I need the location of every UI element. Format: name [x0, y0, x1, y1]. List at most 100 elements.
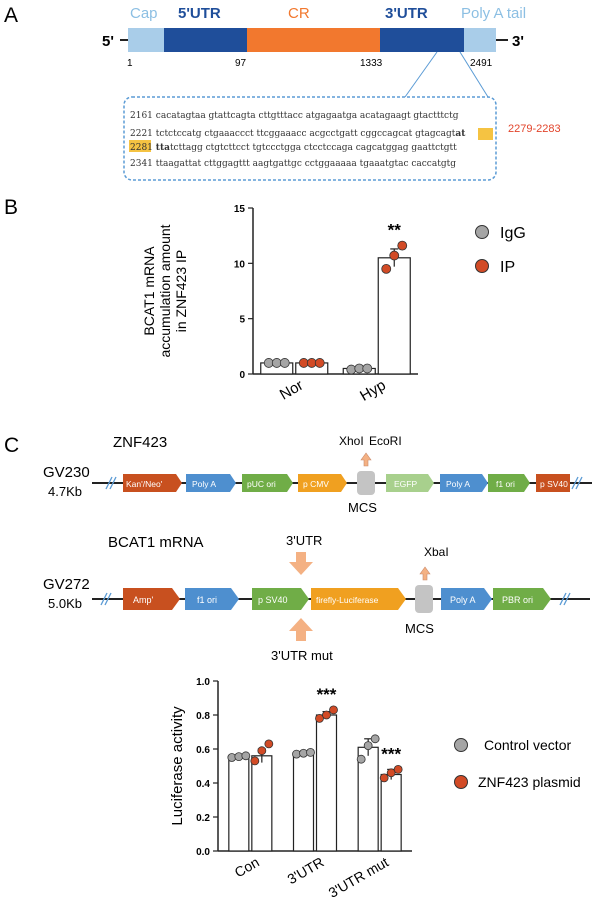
plasmid1-title: ZNF423: [113, 434, 167, 451]
data-point: [356, 754, 366, 764]
data-point: [397, 240, 408, 251]
seq-line-1: 2161 cacatagtaa gtattcagta cttgtttacc at…: [130, 111, 459, 121]
plasmid1-element-polya2: [440, 474, 488, 492]
y-tick-label: 0.0: [196, 847, 210, 858]
panel-c-letter: C: [4, 434, 19, 457]
seq-line-3: 2281 ttatcttagg ctgtcttcct tgtccctgga ct…: [130, 143, 457, 153]
plasmid1-label-pcmv: p CMV: [303, 479, 329, 489]
significance-label: ***: [381, 744, 401, 763]
legend-control-label: Control vector: [484, 737, 571, 753]
data-point: [250, 756, 260, 766]
plasmid1-label-f1: f1 ori: [496, 479, 515, 489]
legend-c: Control vector ZNF423 plasmid: [454, 737, 581, 790]
y-tick-label: 5: [239, 315, 245, 326]
legend-b: IgG IP: [475, 225, 526, 276]
data-point: [306, 748, 315, 757]
plasmid2-element-polya: [441, 588, 492, 610]
plasmid2-label-psv40: p SV40: [258, 595, 288, 605]
legend-znf-label: ZNF423 plasmid: [478, 774, 581, 790]
plasmid2-mcs-label: MCS: [405, 621, 434, 636]
y-axis-label: BCAT1 mRNAaccumulation amountin ZNF423 I…: [141, 224, 189, 357]
plasmid1-label-puc: pUC ori: [247, 479, 276, 489]
plasmid1-element-psv40: [536, 474, 570, 492]
plasmid1-label-egfp: EGFP: [394, 479, 417, 489]
plasmid1-name: GV230: [43, 464, 90, 481]
seq-line-4: 2341 ttaagattat cttggagttt aagtgattgc cc…: [130, 159, 456, 169]
bar: [251, 755, 273, 852]
cr-label: CR: [288, 5, 310, 22]
site-position-label: 2279-2283: [508, 123, 561, 135]
plasmid2-label-luc: firefly-Luciferase: [316, 595, 379, 605]
data-point: [381, 263, 392, 274]
bar: [380, 773, 402, 852]
y-tick-label: 10: [234, 259, 246, 270]
significance-label: ***: [317, 685, 337, 704]
break-mark-2a: [100, 592, 112, 606]
y-tick-label: 15: [234, 204, 246, 215]
plasmid1-mcs-label: MCS: [348, 500, 377, 515]
panel-b-letter: B: [4, 196, 18, 219]
break-mark-2b: [559, 592, 571, 606]
insert-arrow-down: [289, 552, 313, 575]
plasmid2-mcs: [415, 585, 433, 613]
insert-arrow-up: [289, 618, 313, 641]
five-utr-segment: [164, 28, 247, 52]
three-prime-label: 3': [512, 33, 524, 50]
seq-line-2: 2221 tctctccatg ctgaaaccct ttcggaaacc ac…: [130, 129, 466, 139]
data-point: [379, 773, 389, 783]
plasmid2-label-f1: f1 ori: [197, 595, 217, 605]
site-xbai-label: XbaI: [424, 545, 449, 559]
y-tick-label: 0.2: [196, 813, 210, 824]
data-point: [370, 734, 380, 744]
plasmid1-element-pcmv: [298, 474, 347, 492]
plasmid2-name: GV272: [43, 576, 90, 593]
data-point: [386, 768, 396, 778]
cap-segment: [128, 28, 164, 52]
y-tick-label: 0.6: [196, 745, 210, 756]
site-ecori-label: EcoRI: [369, 434, 402, 448]
bar: [315, 714, 338, 852]
three-utr-segment: [380, 28, 464, 52]
data-point: [264, 739, 274, 749]
three-utr-label: 3'UTR: [385, 5, 428, 22]
plasmid2-title: BCAT1 mRNA: [108, 534, 204, 551]
zoom-line-left: [404, 51, 438, 98]
polya-segment: [464, 28, 496, 52]
legend-ip-marker: [475, 259, 489, 273]
data-point: [362, 363, 373, 374]
pos-97: 97: [235, 58, 247, 69]
plasmid2-element-psv40: [252, 588, 309, 610]
plasmid1-element-egfp: [386, 474, 434, 492]
site-xhoi-label: XhoI: [339, 434, 364, 448]
legend-control-marker: [454, 738, 468, 752]
plasmid1-label-polya: Poly A: [192, 479, 216, 489]
x-tick-label: 3'UTR: [285, 854, 327, 887]
site-highlight-2: [129, 140, 151, 152]
plasmid1-label-psv40: p SV40: [540, 479, 568, 489]
pos-2491: 2491: [470, 58, 493, 69]
y-axis-label-line: accumulation amount: [157, 224, 173, 357]
y-axis-label-line: BCAT1 mRNA: [141, 246, 157, 336]
site-arrow-2: [419, 566, 431, 581]
data-point: [315, 714, 324, 723]
plasmid2-label-polya: Poly A: [450, 595, 476, 605]
plasmid2-element-f1: [185, 588, 239, 610]
bar: [292, 752, 315, 852]
data-point: [346, 364, 357, 375]
break-mark-1b: [571, 476, 583, 490]
plasmid2-element-pbr: [493, 588, 551, 610]
x-tick-label: 3'UTR mut: [326, 854, 392, 901]
polya-label: Poly A tail: [461, 5, 526, 22]
plasmid2-label-pbr: PBR ori: [502, 595, 533, 605]
data-point: [279, 358, 290, 368]
data-point: [314, 358, 325, 368]
five-prime-label: 5': [102, 33, 114, 50]
plasmid2-element-luc: [311, 588, 406, 610]
plasmid1-label-polya2: Poly A: [446, 479, 470, 489]
site-highlight-1: [478, 128, 493, 140]
bar: [228, 756, 250, 852]
x-tick-label: Nor: [277, 377, 306, 404]
five-utr-label: 5'UTR: [178, 5, 221, 22]
x-tick-label: Hyp: [357, 377, 389, 405]
